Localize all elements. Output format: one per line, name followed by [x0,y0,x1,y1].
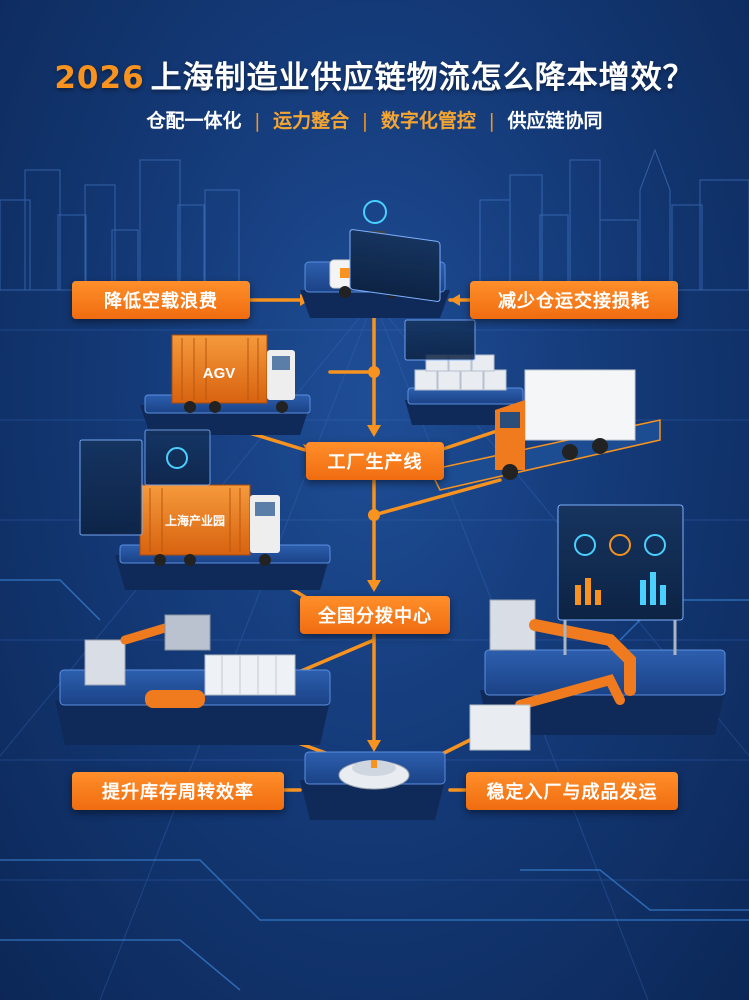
truck-white-box [428,369,661,491]
platform-factory-right [469,504,726,751]
title-text: 上海制造业供应链物流怎么降本增效？ [150,60,695,96]
subtitle-item-0: 仓配一体化 [146,110,242,132]
label-factory-line: 工厂生产线 [306,442,444,480]
platform-truck-agv: AGV [140,334,311,435]
title-year: 2026 [54,60,145,96]
subtitle-separator: | [254,110,261,132]
label-national-hub: 全国分拨中心 [300,596,450,634]
subtitle-item-2: 数字化管控 [380,110,476,132]
platform-truck-park: 上海产业园 [79,429,331,590]
junction-node [368,366,380,378]
label-reduce-handover-loss: 减少仓运交接损耗 [470,281,678,319]
container-label-agv: AGV [203,365,236,382]
platform-hub-bottom [300,751,446,820]
label-stable-inbound-outbound: 稳定入厂与成品发运 [466,772,678,810]
subtitle-separator: | [361,110,369,132]
subtitle-item-3: 供应链协同 [507,110,603,132]
subtitle-bar: 仓配一体化 | 运力整合 | 数字化管控 | 供应链协同 [0,106,749,133]
junction-node [368,509,380,521]
subtitle-separator: | [488,110,495,132]
container-label-park: 上海产业园 [165,513,225,528]
label-inventory-turnover: 提升库存周转效率 [72,772,284,810]
platform-factory-left [55,614,331,745]
platform-pallets [404,319,525,425]
platform-agv-tug [300,200,450,318]
label-reduce-empty-load: 降低空载浪费 [72,281,250,319]
subtitle-item-1: 运力整合 [273,110,350,132]
